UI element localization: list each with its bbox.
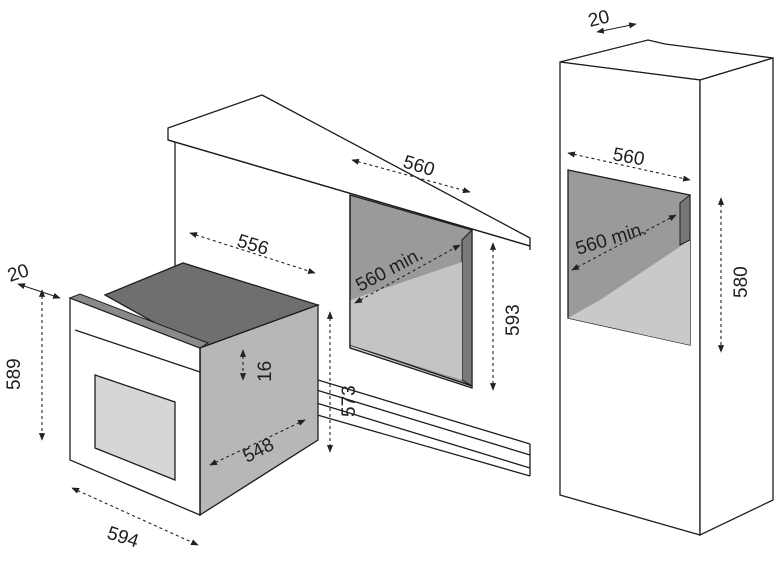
dimension-lines: [17, 22, 725, 546]
oven-width-label: 594: [104, 523, 141, 553]
oven-step-label: 16: [255, 361, 276, 382]
column-height-label: 580: [731, 266, 752, 298]
column-offset-label: 20: [586, 6, 612, 31]
oven-door-window: [94, 374, 176, 481]
dimension-arrow: [351, 158, 471, 194]
column-cavity-side: [679, 193, 691, 246]
dimension-arrow: [17, 283, 61, 299]
cutout-height-label: 573: [339, 385, 360, 417]
dimension-arrow: [571, 214, 677, 271]
oven-front-offset-label: 20: [5, 260, 32, 287]
dimension-arrow: [71, 487, 199, 546]
oven-appliance: [68, 262, 321, 517]
dimension-arrow: [354, 244, 461, 304]
countertop: [167, 94, 531, 275]
oven-height-label: 589: [4, 358, 25, 390]
oven-front-edge: [68, 293, 210, 349]
dimension-arrow: [567, 151, 691, 182]
cutout-opening-height-label: 593: [503, 304, 524, 336]
oven-depth-top-label: 556: [235, 231, 271, 260]
column-side: [699, 57, 774, 537]
cavity-right-wall: [461, 228, 473, 387]
cutout-width-label: 560: [401, 152, 437, 181]
cabinet-base-panel: [299, 379, 531, 477]
dimension-arrow: [189, 232, 316, 274]
dimension-arrow: [596, 22, 637, 34]
